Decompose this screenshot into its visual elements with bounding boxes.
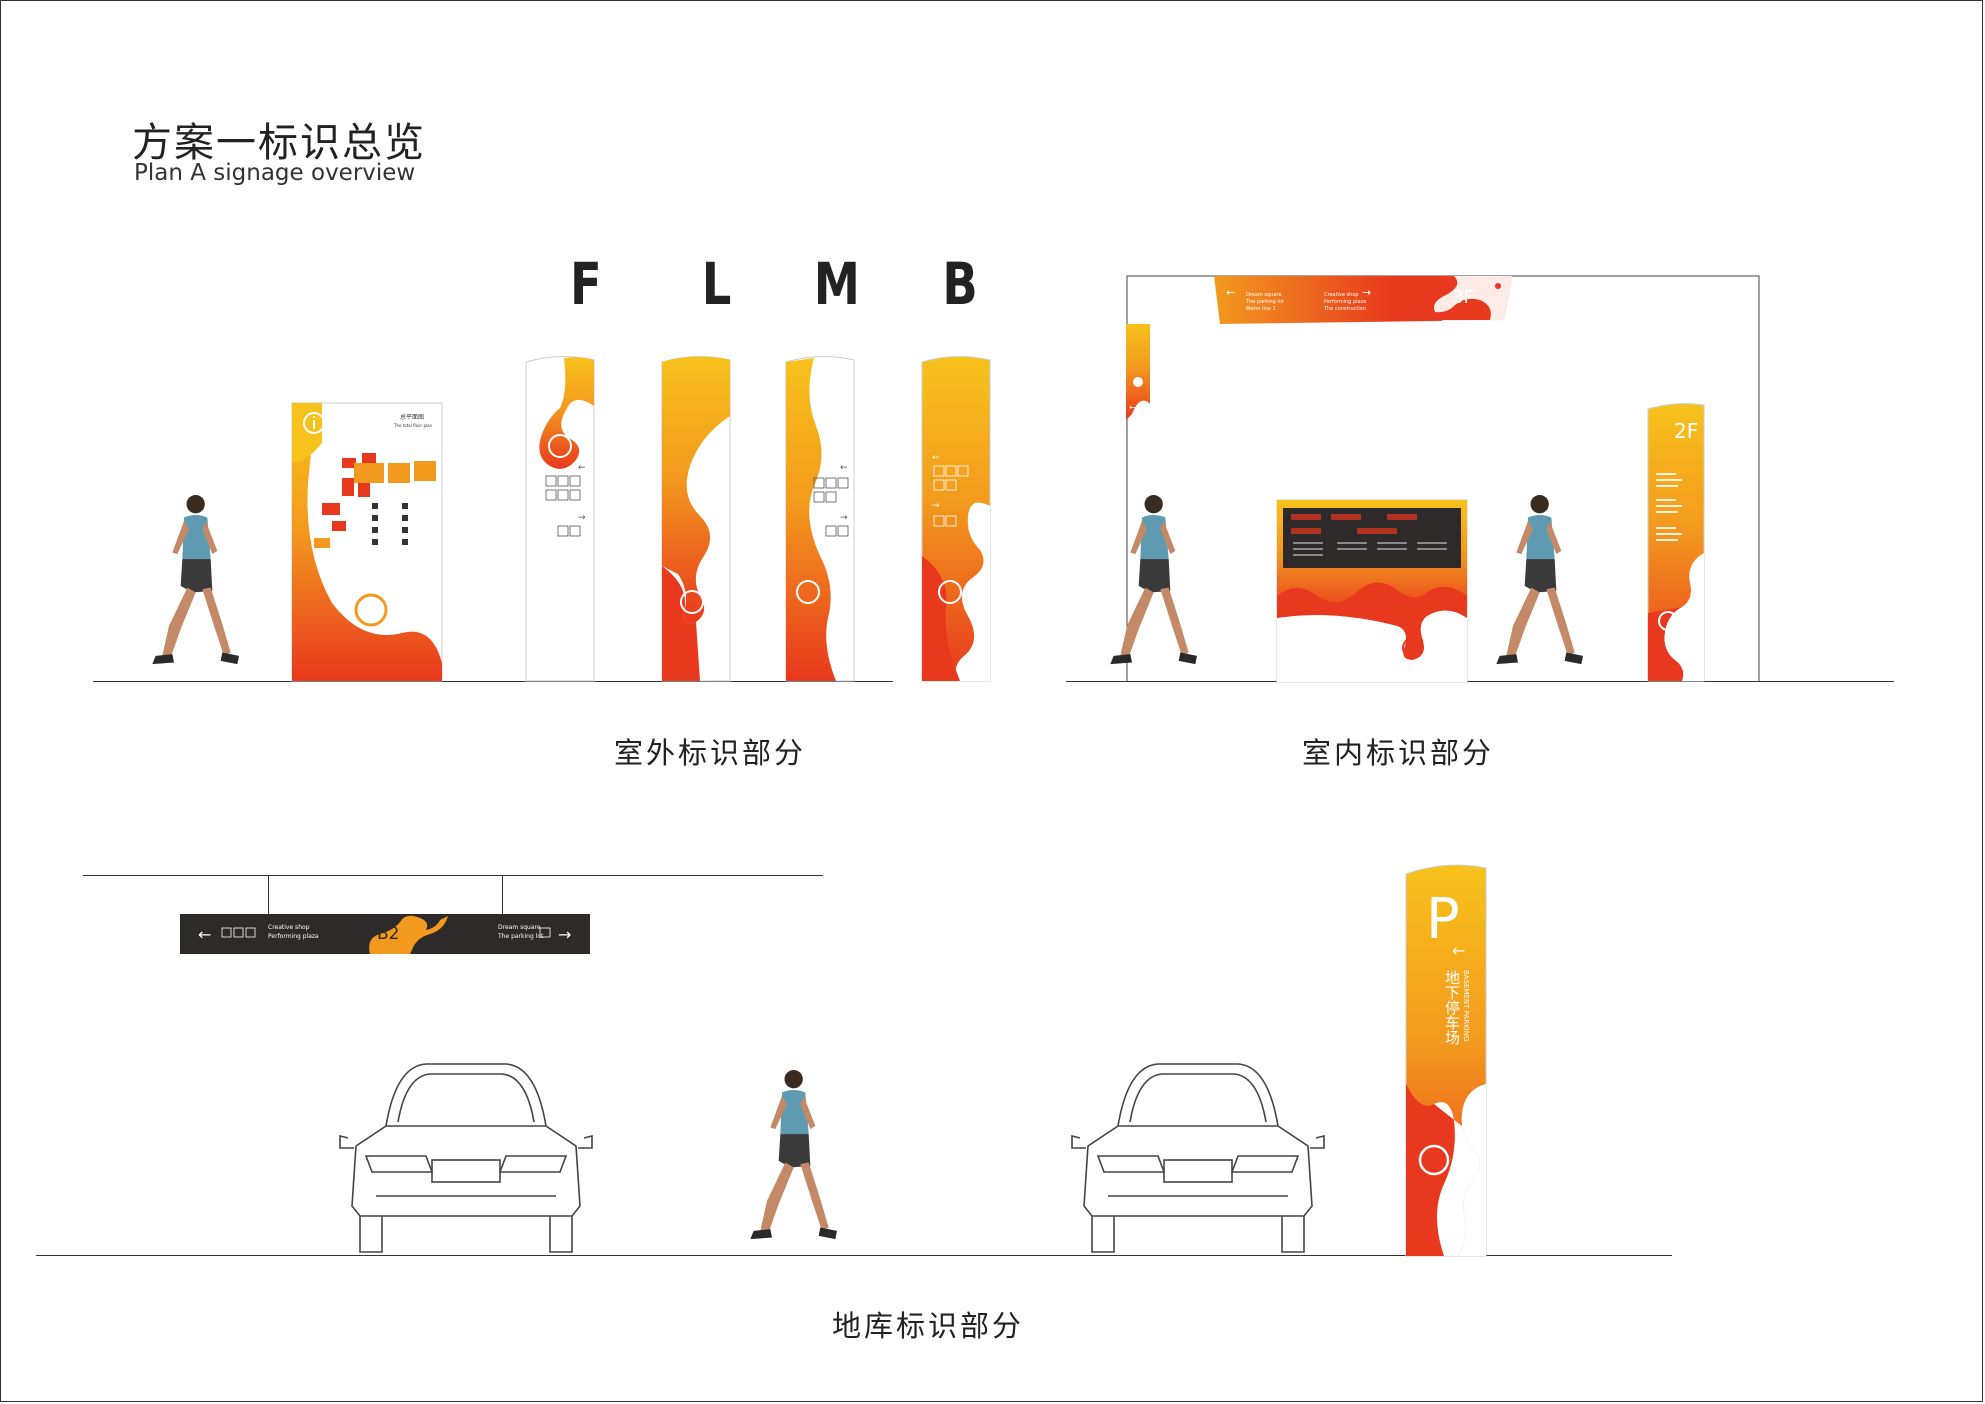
page-title: 方案一标识总览 — [132, 120, 426, 166]
pillar-sign-m: ← → — [785, 355, 855, 682]
map-board-title: 总平面图 — [400, 414, 425, 421]
overhead-sign-3f: ← → — [1214, 276, 1512, 324]
hanging-rod-right — [502, 875, 503, 915]
svg-text:→: → — [578, 513, 586, 523]
parking-letter: P — [1426, 887, 1460, 952]
pillar-sign-f: ← → — [525, 355, 595, 682]
garage-right-item-1: Dream square — [498, 924, 541, 931]
map-board-subtitle: The total floor plan — [394, 423, 433, 428]
parking-totem-sign: ← — [1405, 864, 1487, 1257]
basement-ground-line — [36, 1255, 1672, 1256]
hanging-rod-left — [268, 875, 269, 915]
overhead-left-item-3: Metro line 1 — [1246, 306, 1276, 312]
garage-right-item-2: The parking lot — [498, 933, 544, 940]
outdoor-ground-line — [93, 681, 893, 682]
svg-text:←: ← — [714, 441, 722, 451]
person-walking-indoor-left — [1102, 475, 1202, 685]
overhead-left-item-2: The parking lot — [1246, 299, 1284, 305]
screen-kiosk — [1276, 499, 1468, 683]
pillar-letter-l: L — [701, 250, 732, 318]
svg-text:→: → — [558, 925, 571, 944]
svg-text:←: ← — [1452, 941, 1465, 960]
svg-text:←: ← — [1226, 286, 1235, 299]
person-walking-outdoor — [144, 475, 244, 685]
section-caption-indoor: 室内标识部分 — [1302, 736, 1495, 770]
garage-left-item-2: Performing plaza — [268, 933, 319, 940]
overhead-left-item-1: Dream square — [1246, 292, 1282, 298]
overhead-right-item-1: Creative shop — [1324, 292, 1359, 298]
pillar-letter-b: B — [942, 250, 978, 318]
pillar-sign-2f — [1647, 403, 1705, 682]
map-board-sign — [291, 402, 443, 682]
svg-text:←: ← — [840, 463, 848, 473]
car-left — [336, 1056, 596, 1256]
svg-text:←: ← — [1129, 403, 1136, 412]
svg-text:←: ← — [198, 925, 211, 944]
svg-text:→: → — [840, 513, 848, 523]
pillar-letter-m: M — [813, 250, 860, 318]
car-right — [1068, 1056, 1328, 1256]
section-caption-basement: 地库标识部分 — [832, 1309, 1025, 1343]
pillar-2f-floor-label: 2F — [1674, 419, 1699, 443]
pillar-sign-b: ← → — [921, 355, 991, 682]
section-caption-outdoor: 室外标识部分 — [614, 736, 807, 770]
svg-text:→: → — [1362, 286, 1371, 299]
ceiling-line — [83, 875, 823, 876]
overhead-right-item-3: The construction — [1324, 306, 1366, 312]
indoor-ground-line — [1066, 681, 1894, 682]
pillar-letter-f: F — [569, 250, 602, 318]
parking-label-cn: 地下停车场 — [1443, 970, 1461, 1045]
page-subtitle: Plan A signage overview — [134, 160, 416, 186]
person-walking-indoor-right — [1488, 475, 1588, 685]
garage-floor-label: B2 — [377, 924, 400, 944]
svg-text:←: ← — [578, 463, 586, 473]
garage-left-item-1: Creative shop — [268, 924, 310, 931]
overhead-right-item-2: Performing plaza — [1324, 299, 1367, 305]
svg-text:→: → — [932, 501, 940, 511]
overhead-floor-label: 3F — [1452, 287, 1474, 308]
garage-hanging-sign: ← → — [180, 914, 590, 954]
wall-blade-sign: ← — [1126, 324, 1150, 420]
parking-label-en: BASEMENT PARKING — [1462, 970, 1470, 1042]
pillar-sign-l: ← — [661, 355, 731, 682]
person-walking-basement — [742, 1050, 842, 1260]
svg-text:←: ← — [932, 453, 940, 463]
